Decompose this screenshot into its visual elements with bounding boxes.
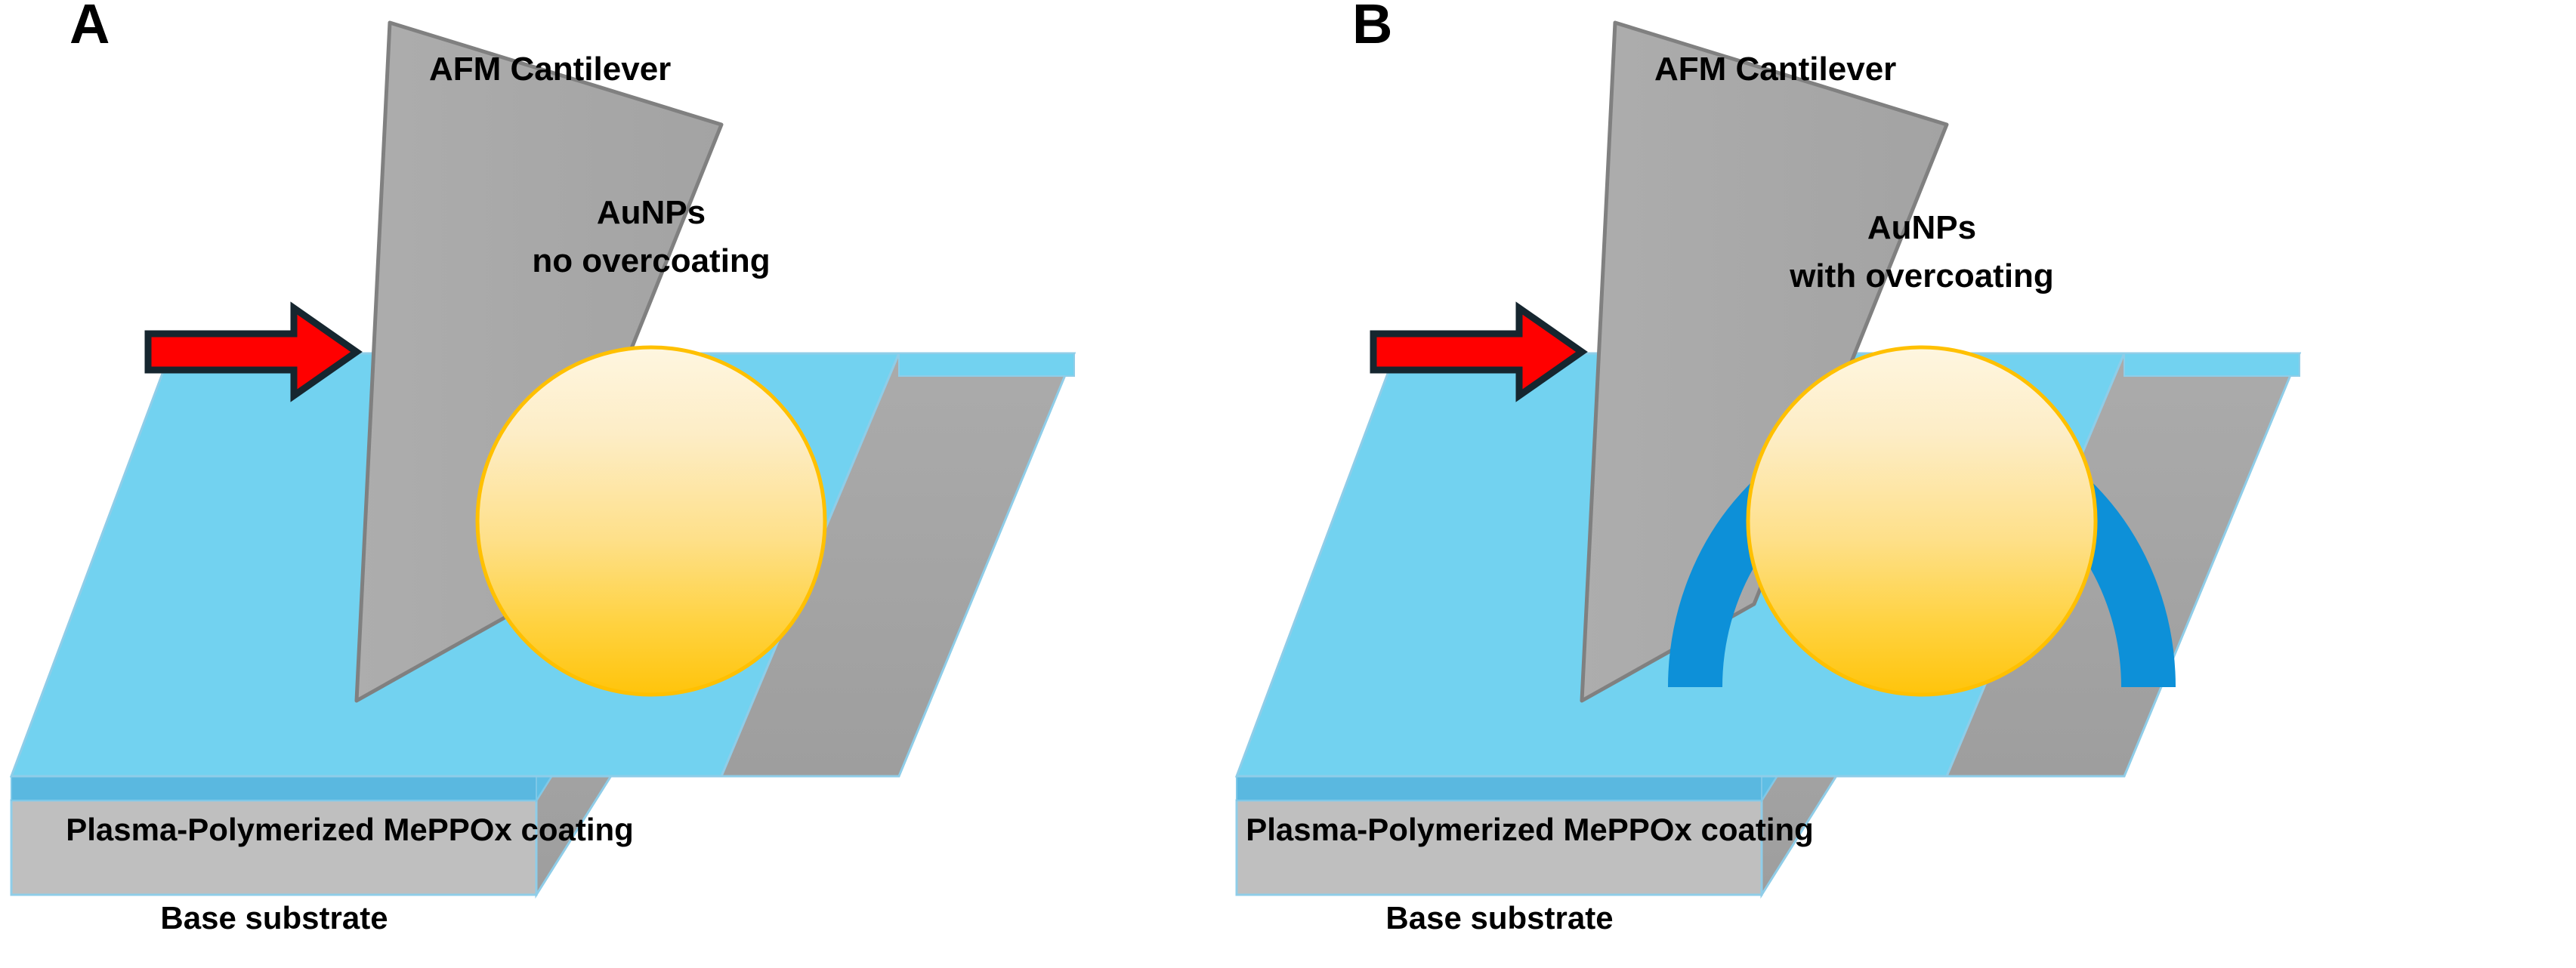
base-substrate-label-a: Base substrate <box>160 900 388 936</box>
aunp-sphere-b <box>1746 345 2098 697</box>
aunp-label-line1-a: AuNPs <box>597 194 706 231</box>
aunp-label-line2-b: with overcoating <box>1789 257 2054 294</box>
coating-front-edge-b <box>1236 775 1762 801</box>
base-substrate-label-b: Base substrate <box>1385 900 1613 936</box>
aunp-sphere-a <box>475 345 827 697</box>
slab-right-lip-b <box>2124 353 2300 377</box>
force-arrow-a <box>144 301 363 402</box>
panel-a: A AFM Cantilever AuNPs no overcoating Pl… <box>9 0 1076 936</box>
panel-letter-b: B <box>1352 0 1392 55</box>
cantilever-label-a: AFM Cantilever <box>429 51 671 88</box>
afm-cantilever-b <box>1580 20 1949 703</box>
cantilever-label-b: AFM Cantilever <box>1654 51 1896 88</box>
slab-right-lip-a <box>898 353 1075 377</box>
coating-label-a: Plasma-Polymerized MePPOx coating <box>66 812 634 847</box>
coating-front-edge-a <box>11 775 537 801</box>
aunp-label-line1-b: AuNPs <box>1867 209 1976 246</box>
panel-letter-a: A <box>69 0 110 55</box>
panel-b: B AFM Cantilever AuNPs with overcoating … <box>1234 0 2302 936</box>
coating-label-b: Plasma-Polymerized MePPOx coating <box>1246 812 1814 847</box>
force-arrow-b <box>1370 301 1588 402</box>
aunp-label-line2-a: no overcoating <box>532 242 770 279</box>
